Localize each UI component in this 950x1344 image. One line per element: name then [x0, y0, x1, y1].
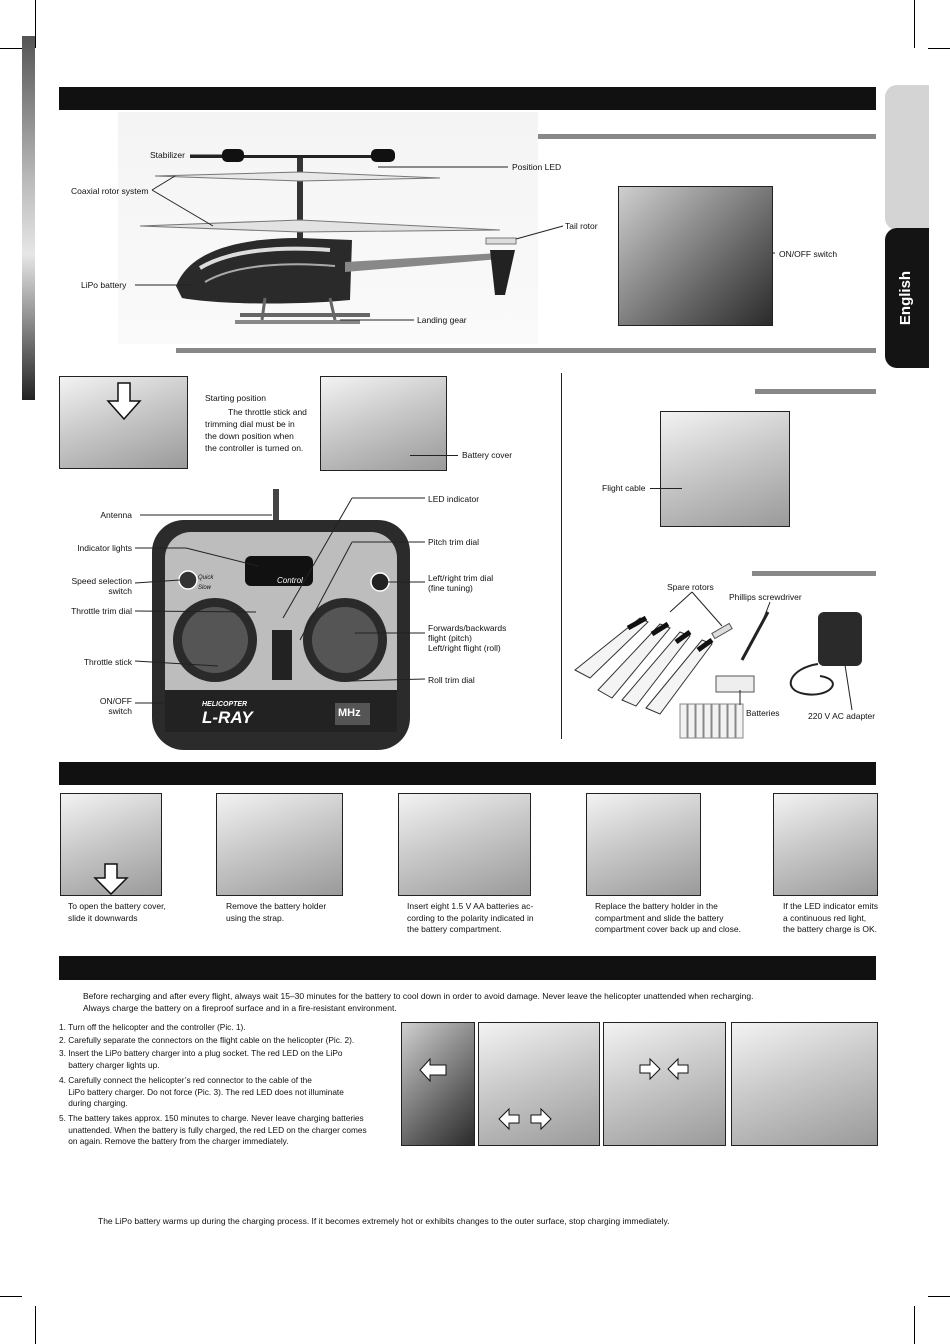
label-pitch-trim-dial: Pitch trim dial: [428, 537, 480, 547]
label-flight-cable: Flight cable: [602, 483, 646, 493]
leader-line: [410, 455, 458, 456]
label-throttle-stick: Throttle stick: [83, 657, 132, 667]
throttle-instruction-2: trimming dial must be in: [205, 419, 295, 429]
label-batteries: Batteries: [746, 708, 780, 718]
crop-mark: [928, 48, 950, 49]
helicopter-illustration: [135, 149, 775, 324]
controller-quick-label: Quick: [198, 575, 214, 581]
battery-step-caption-1: To open the battery cover, slide it down…: [68, 901, 166, 923]
label-speed-selection-switch: Speed selection switch: [71, 576, 133, 596]
charging-step-2: 2. Carefully separate the connectors on …: [59, 1035, 355, 1045]
contents-illustration: [574, 591, 862, 739]
photo-charging-pic-3: [603, 1022, 726, 1146]
crop-mark: [0, 1296, 22, 1297]
label-battery-cover: Battery cover: [462, 450, 513, 460]
side-tab-light: [885, 85, 929, 230]
label-ac-adapter: 220 V AC adapter: [808, 711, 876, 721]
column-divider: [561, 373, 562, 739]
down-arrow-icon: [93, 863, 129, 895]
controller-slow-label: Slow: [198, 585, 212, 591]
photo-charging-pic-1: [401, 1022, 475, 1146]
label-flight-pitch-roll: Forwards/backwards flight (pitch) Left/r…: [428, 623, 507, 653]
leader-line: [650, 488, 682, 489]
down-arrow-icon: [106, 382, 142, 421]
charging-step-4: 4. Carefully connect the helicopter’s re…: [59, 1075, 344, 1108]
label-left-right-trim-dial: Left/right trim dial (fine tuning): [428, 573, 494, 593]
label-on-off-switch: ON/OFF switch: [779, 249, 838, 259]
battery-step-caption-3: Insert eight 1.5 V AA batteries ac- cord…: [407, 901, 534, 934]
crop-mark: [914, 1306, 915, 1344]
label-throttle-trim-dial: Throttle trim dial: [71, 606, 132, 616]
label-tail-rotor: Tail rotor: [565, 221, 598, 231]
charging-warning: The LiPo battery warms up during the cha…: [98, 1216, 670, 1226]
controller-brand: L-RAY: [202, 708, 253, 727]
charging-intro: Before recharging and after every flight…: [83, 991, 754, 1013]
battery-step-caption-2: Remove the battery holder using the stra…: [226, 901, 327, 923]
section-header-bar: [59, 87, 876, 110]
label-roll-trim-dial: Roll trim dial: [428, 675, 475, 685]
connect-arrows-icon: [639, 1057, 689, 1081]
battery-step-caption-4: Replace the battery holder in the compar…: [595, 901, 741, 934]
sub-header-bar: [755, 389, 876, 394]
photo-battery-step-4: [586, 793, 701, 896]
label-phillips-screwdriver: Phillips screwdriver: [729, 592, 802, 602]
label-position-led: Position LED: [512, 162, 562, 172]
charging-step-3: 3. Insert the LiPo battery charger into …: [59, 1048, 343, 1070]
throttle-instruction-3: the down position when: [205, 431, 294, 441]
label-stabilizer: Stabilizer: [150, 150, 185, 160]
photo-battery-step-1: [60, 793, 162, 896]
battery-step-caption-5: If the LED indicator emits a continuous …: [783, 901, 878, 934]
label-led-indicator: LED indicator: [428, 494, 480, 504]
crop-mark: [914, 0, 915, 48]
section-header-bar: [59, 956, 876, 980]
photo-charging-pic-4: [731, 1022, 878, 1146]
left-arrow-icon: [419, 1057, 447, 1083]
controller-brand-top: HELICOPTER: [202, 701, 248, 708]
starting-position-title: Starting position: [205, 393, 266, 403]
throttle-instruction-4: the controller is turned on.: [205, 443, 304, 453]
side-tab-english: [885, 228, 929, 368]
photo-battery-step-2: [216, 793, 343, 896]
crop-mark: [928, 1296, 950, 1297]
throttle-instruction-1: The throttle stick and: [228, 407, 307, 417]
photo-battery-step-3: [398, 793, 531, 896]
label-indicator-lights: Indicator lights: [77, 543, 132, 553]
label-coaxial-rotor-system: Coaxial rotor system: [71, 186, 149, 196]
charging-step-1: 1. Turn off the helicopter and the contr…: [59, 1022, 246, 1032]
crop-mark: [35, 0, 36, 48]
photo-flight-cable: [660, 411, 790, 527]
crop-mark: [0, 48, 22, 49]
controller-control-word: Control: [277, 576, 303, 585]
section-header-bar: [59, 762, 876, 785]
sub-header-bar: [176, 348, 876, 353]
label-on-off-switch-controller: ON/OFF switch: [99, 696, 132, 716]
crop-mark: [35, 1306, 36, 1344]
photo-controller-start: [59, 376, 188, 469]
label-antenna: Antenna: [100, 510, 132, 520]
separate-arrows-icon: [498, 1107, 552, 1131]
label-lipo-battery: LiPo battery: [81, 280, 127, 290]
controller-illustration: [134, 489, 426, 750]
photo-battery-step-5: [773, 793, 878, 896]
charging-step-5: 5. The battery takes approx. 150 minutes…: [59, 1113, 367, 1146]
label-landing-gear: Landing gear: [417, 315, 467, 325]
label-spare-rotors: Spare rotors: [667, 582, 714, 592]
photo-charging-pic-2: [478, 1022, 600, 1146]
controller-mhz: MHz: [338, 707, 361, 719]
sub-header-bar: [752, 571, 876, 576]
left-gradient-strip: [22, 36, 35, 400]
photo-on-off-switch: [618, 186, 773, 326]
